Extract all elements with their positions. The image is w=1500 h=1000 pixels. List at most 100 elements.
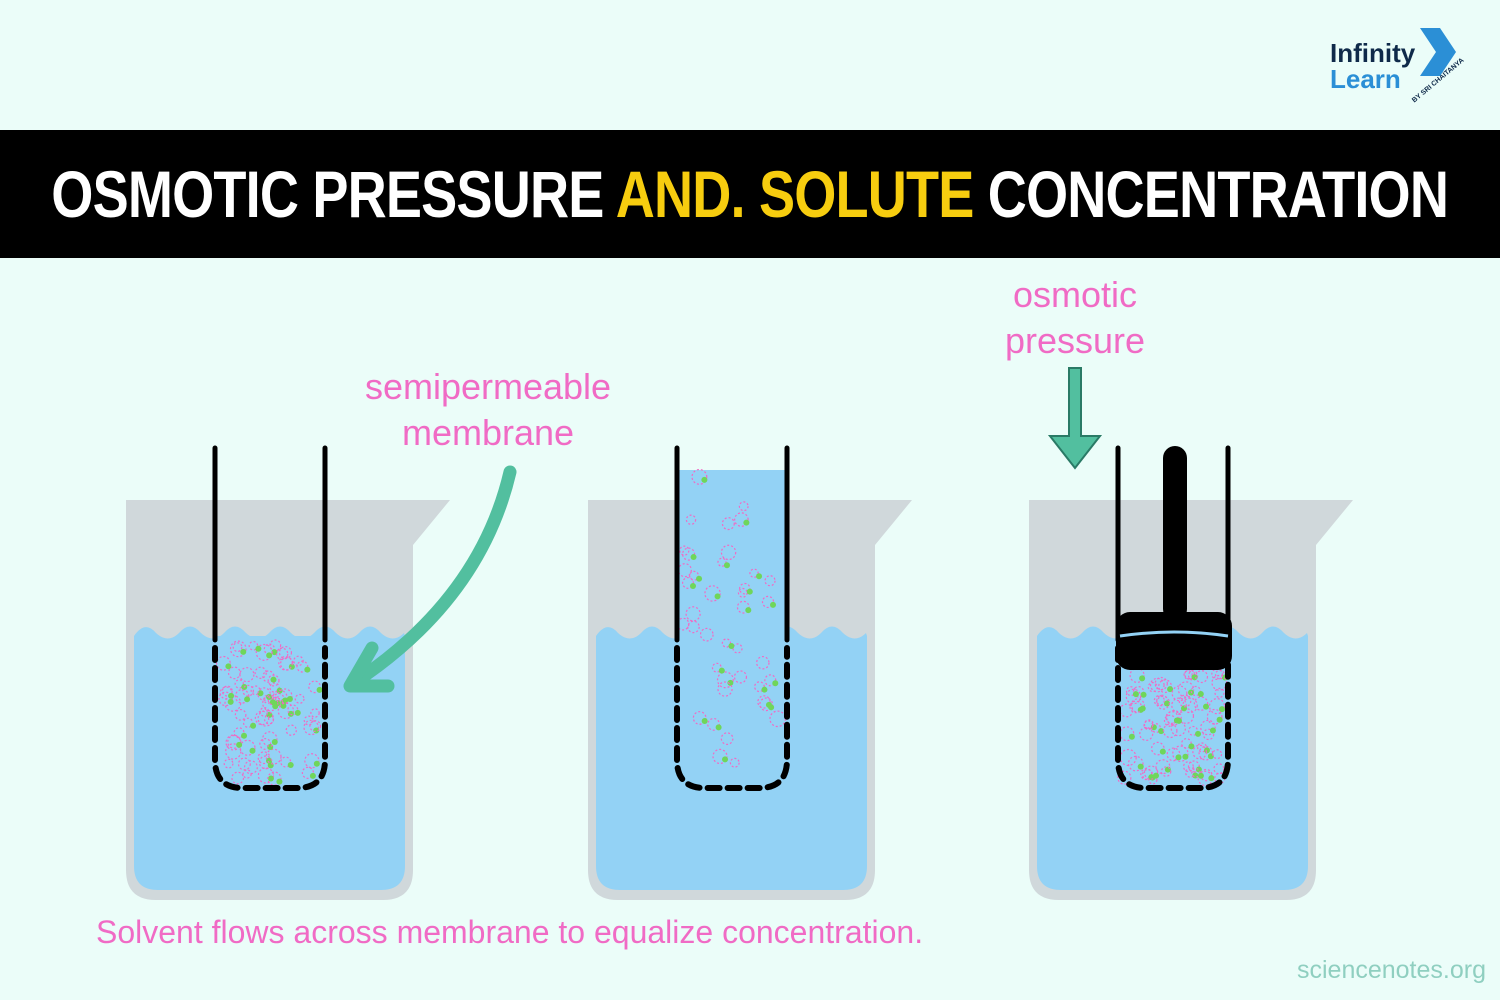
membrane-label-line1: semipermeable [364, 366, 612, 407]
solute-molecule [308, 680, 321, 694]
solute-atom [1209, 727, 1216, 734]
solute-atom [746, 588, 753, 595]
caption: Solvent flows across membrane to equaliz… [96, 914, 924, 950]
solute-molecule [707, 717, 721, 731]
solute-molecule [677, 563, 692, 578]
solute-molecule [254, 710, 270, 726]
solute-atom [267, 743, 274, 750]
solute-molecule [1171, 685, 1188, 702]
solute-molecule [1188, 725, 1199, 736]
solute-atom [696, 575, 703, 582]
solute-molecule [1178, 708, 1195, 724]
solute-molecule [255, 643, 273, 661]
solute-atom [1164, 766, 1171, 773]
solute-atom [743, 519, 750, 526]
solute-molecule [263, 643, 276, 655]
solute-molecule [1208, 698, 1226, 715]
solute-molecule [280, 756, 292, 768]
solute-molecule [1190, 685, 1201, 697]
solute-atom [1204, 747, 1211, 754]
solute-molecule [254, 666, 267, 679]
solute-molecule [237, 757, 251, 771]
solute-molecule [263, 694, 273, 704]
solute-molecule [1178, 694, 1192, 708]
solute-atom [1132, 691, 1139, 698]
solute-molecule [1156, 695, 1170, 710]
solute-molecule [267, 674, 280, 687]
solute-atom [267, 762, 274, 769]
solute-molecule [215, 655, 231, 671]
arrow-head-icon [343, 641, 395, 693]
semipermeable-membrane [1115, 645, 1231, 791]
solute-atom [1191, 674, 1198, 681]
solute-molecule [232, 642, 243, 653]
solute-molecule [682, 576, 694, 589]
solute-molecule [1148, 775, 1158, 785]
solute-atom [270, 676, 277, 683]
solute-molecule [711, 662, 722, 673]
solute-atom [723, 562, 730, 569]
semipermeable-membrane [212, 645, 328, 791]
solute-molecule [229, 640, 247, 658]
solute-molecule [294, 693, 305, 704]
solute-atom [1159, 748, 1166, 755]
solute-molecule [1184, 767, 1196, 778]
solute-molecule [1147, 682, 1158, 693]
solute-atom [690, 554, 697, 561]
solute-atom [1139, 675, 1146, 682]
solute-molecule [1213, 763, 1225, 775]
source-credit: sciencenotes.org [1296, 956, 1486, 984]
solute-atom [1158, 728, 1165, 735]
solute-molecule [262, 731, 278, 747]
solute-molecule [720, 544, 737, 561]
solute-molecule [1119, 703, 1134, 718]
solute-molecule [272, 689, 288, 706]
solute-molecule [257, 767, 275, 784]
solute-molecule [1200, 719, 1216, 736]
solute-molecule [218, 691, 233, 707]
solute-molecule [1160, 766, 1172, 777]
solute-molecule [265, 748, 282, 765]
title-part2: CONCENTRATION [973, 157, 1449, 231]
solute-atom [1137, 763, 1144, 770]
tube-solution [677, 470, 787, 788]
solute-molecule [738, 582, 751, 595]
solute-molecule [687, 620, 700, 634]
solute-atom [1140, 691, 1147, 698]
solute-molecule [239, 667, 255, 683]
solute-molecule [716, 671, 734, 689]
solute-molecule [738, 501, 749, 512]
solute-molecule [759, 697, 774, 712]
solute-molecule [761, 595, 775, 609]
solute-molecule [1125, 686, 1136, 697]
solute-molecule [267, 771, 282, 786]
solute-atom [701, 717, 708, 724]
solute-atom [304, 666, 311, 673]
solute-atom [250, 722, 257, 729]
solute-molecule [248, 640, 259, 651]
solute-molecule [1198, 745, 1214, 761]
solute-atom [1188, 743, 1195, 750]
solute-molecule [221, 685, 233, 697]
solute-atom [1203, 703, 1210, 710]
down-arrow-icon [1047, 367, 1103, 470]
solute-molecule [262, 670, 275, 683]
solute-atom [768, 704, 775, 711]
solute-molecule [1177, 681, 1195, 698]
solute-molecule [1197, 742, 1207, 753]
solute-atom [1128, 733, 1135, 740]
solute-molecule [227, 666, 241, 680]
solute-atom [266, 652, 273, 659]
curved-arrow-icon [345, 465, 517, 691]
solute-atom [267, 775, 274, 782]
solute-molecule [1143, 720, 1154, 731]
solute-molecule [1166, 710, 1182, 726]
solute-molecule [269, 682, 280, 693]
solute-molecule [257, 687, 271, 701]
solute-molecule [223, 758, 234, 769]
solute-molecule [234, 688, 250, 704]
solute-molecule [1165, 710, 1179, 724]
solute-molecule [1125, 688, 1142, 705]
solute-molecule [679, 545, 690, 556]
solute-molecule [1195, 670, 1209, 684]
